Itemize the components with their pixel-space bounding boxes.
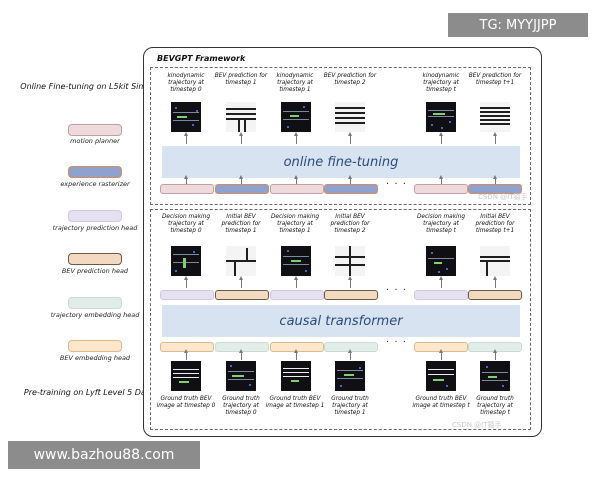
trajectory-image xyxy=(281,102,311,132)
arrow xyxy=(439,349,443,360)
bev-prediction-image xyxy=(480,102,510,132)
ground-truth-trajectory-image xyxy=(226,361,256,391)
trajectory-prediction-token xyxy=(160,290,214,300)
legend-label: BEV embedding head xyxy=(59,354,131,362)
arrow xyxy=(348,175,352,184)
pretraining-title: Pre-training on Lyft Level 5 Dataset xyxy=(23,388,167,397)
legend-swatch-motion-planner xyxy=(68,124,122,136)
arrow xyxy=(348,349,352,360)
arrow xyxy=(348,132,352,144)
caption: Ground truth BEV image at timestep 1 xyxy=(265,396,325,409)
caption: Initial BEV prediction for timestep 1 xyxy=(221,214,261,234)
arrow xyxy=(493,349,497,360)
caption: Ground truth trajectory at timestep 1 xyxy=(331,396,369,416)
ground-truth-trajectory-image xyxy=(480,361,510,391)
motion-planner-token xyxy=(160,184,214,194)
caption: Initial BEV prediction for timestep 2 xyxy=(330,214,370,234)
trajectory-prediction-token xyxy=(414,290,468,300)
ground-truth-trajectory-image xyxy=(335,361,365,391)
caption: BEV prediction for timestep t+1 xyxy=(468,73,522,86)
caption: kinodynamic trajectory at timestep 0 xyxy=(167,73,205,93)
online-finetuning-section xyxy=(150,67,531,205)
arrow xyxy=(184,276,188,288)
caption: kinodynamic trajectory at timestep t xyxy=(422,73,460,93)
motion-planner-token xyxy=(270,184,324,194)
online-finetuning-title: Online Fine-tuning on L5kit Simulator xyxy=(20,82,170,91)
bev-prediction-token xyxy=(324,290,378,300)
ground-truth-bev-image xyxy=(281,361,311,391)
csdn-watermark: CSDN @IT猿手 xyxy=(452,421,502,429)
legend-swatch-experience-rasterizer xyxy=(68,166,122,178)
framework-title: BEVGPT Framework xyxy=(157,54,246,63)
motion-planner-token xyxy=(414,184,468,194)
arrow xyxy=(294,175,298,184)
caption: Decision making trajectory at timestep 0 xyxy=(161,214,211,234)
trajectory-image xyxy=(171,102,201,132)
caption: Decision making trajectory at timestep t xyxy=(416,214,466,234)
trajectory-output-image xyxy=(281,246,311,276)
legend-label: trajectory prediction head xyxy=(52,224,138,232)
ellipsis: · · · xyxy=(386,337,407,348)
ellipsis: · · · xyxy=(386,285,407,296)
bev-output-image xyxy=(226,246,256,276)
watermark-top: TG: MYYJJPP xyxy=(448,13,588,37)
caption: Decision making trajectory at timestep 1 xyxy=(270,214,320,234)
bev-output-image xyxy=(480,246,510,276)
trajectory-image xyxy=(426,102,456,132)
legend-swatch-bev-embedding-head xyxy=(68,340,122,352)
watermark-bottom: www.bazhou88.com xyxy=(8,441,200,469)
csdn-watermark: CSDN @IT猿手 xyxy=(478,193,528,201)
arrow xyxy=(239,349,243,360)
caption: Ground truth trajectory at timestep t xyxy=(476,396,514,416)
legend-label: BEV prediction head xyxy=(61,267,129,275)
caption: Ground truth BEV image at timestep 0 xyxy=(156,396,216,409)
trajectory-prediction-token xyxy=(270,290,324,300)
arrow xyxy=(294,349,298,360)
arrow xyxy=(184,175,188,184)
arrow xyxy=(239,175,243,184)
arrow xyxy=(348,276,352,288)
caption: Ground truth trajectory at timestep 0 xyxy=(222,396,260,416)
arrow xyxy=(184,132,188,144)
legend-swatch-trajectory-embedding-head xyxy=(68,297,122,309)
arrow xyxy=(493,276,497,288)
ellipsis: · · · xyxy=(386,179,407,190)
arrow xyxy=(184,349,188,360)
arrow xyxy=(294,132,298,144)
bev-prediction-token xyxy=(468,290,522,300)
caption: BEV prediction for timestep 2 xyxy=(323,73,377,86)
legend-label: trajectory embedding head xyxy=(50,311,140,319)
legend-label: motion planner xyxy=(70,137,120,145)
pretraining-section xyxy=(150,209,531,430)
arrow xyxy=(493,175,497,184)
bev-prediction-image xyxy=(335,102,365,132)
arrow xyxy=(294,276,298,288)
arrow xyxy=(439,132,443,144)
arrow xyxy=(439,276,443,288)
arrow xyxy=(239,132,243,144)
arrow xyxy=(439,175,443,184)
legend-label: experience rasterizer xyxy=(60,180,130,188)
experience-rasterizer-token xyxy=(468,184,522,194)
arrow xyxy=(239,276,243,288)
ground-truth-bev-image xyxy=(171,361,201,391)
online-finetuning-band: online fine-tuning xyxy=(162,146,520,178)
experience-rasterizer-token xyxy=(324,184,378,194)
legend-swatch-bev-prediction-head xyxy=(68,253,122,265)
caption: Ground truth BEV image at timestep t xyxy=(412,396,470,409)
arrow xyxy=(493,132,497,144)
legend-swatch-trajectory-prediction-head xyxy=(68,210,122,222)
trajectory-output-image xyxy=(426,246,456,276)
bev-prediction-token xyxy=(215,290,269,300)
caption: BEV prediction for timestep 1 xyxy=(214,73,268,86)
bev-output-image xyxy=(335,246,365,276)
causal-transformer-band: causal transformer xyxy=(162,305,520,337)
bev-prediction-image xyxy=(226,102,256,132)
caption: Initial BEV prediction for timestep t+1 xyxy=(475,214,515,234)
ground-truth-bev-image xyxy=(426,361,456,391)
trajectory-output-image xyxy=(171,246,201,276)
caption: kinodynamic trajectory at timestep 1 xyxy=(276,73,314,93)
experience-rasterizer-token xyxy=(215,184,269,194)
